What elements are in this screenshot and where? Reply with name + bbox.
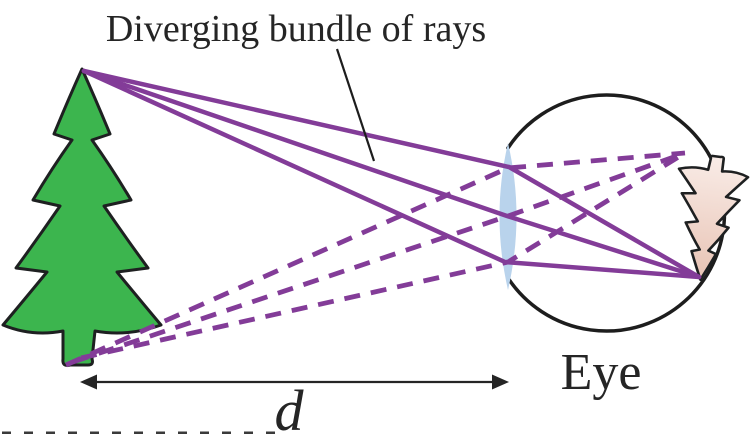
eye-label: Eye — [561, 344, 642, 401]
dashed-ray-1 — [65, 150, 686, 368]
object-tree — [1, 67, 163, 367]
solid-ray-bundle — [81, 68, 702, 280]
figure-title: Diverging bundle of rays — [106, 8, 486, 50]
distance-label: d — [275, 378, 305, 434]
distance-arrow — [80, 374, 509, 390]
distance-arrowhead-left — [80, 374, 97, 390]
solid-ray-2 — [81, 68, 702, 280]
dashed-ray-3 — [80, 150, 687, 361]
title-pointer-line — [335, 48, 376, 162]
dashed-ray-bundle — [65, 150, 687, 368]
distance-arrowhead-right — [492, 374, 509, 390]
solid-ray-1 — [81, 68, 702, 280]
